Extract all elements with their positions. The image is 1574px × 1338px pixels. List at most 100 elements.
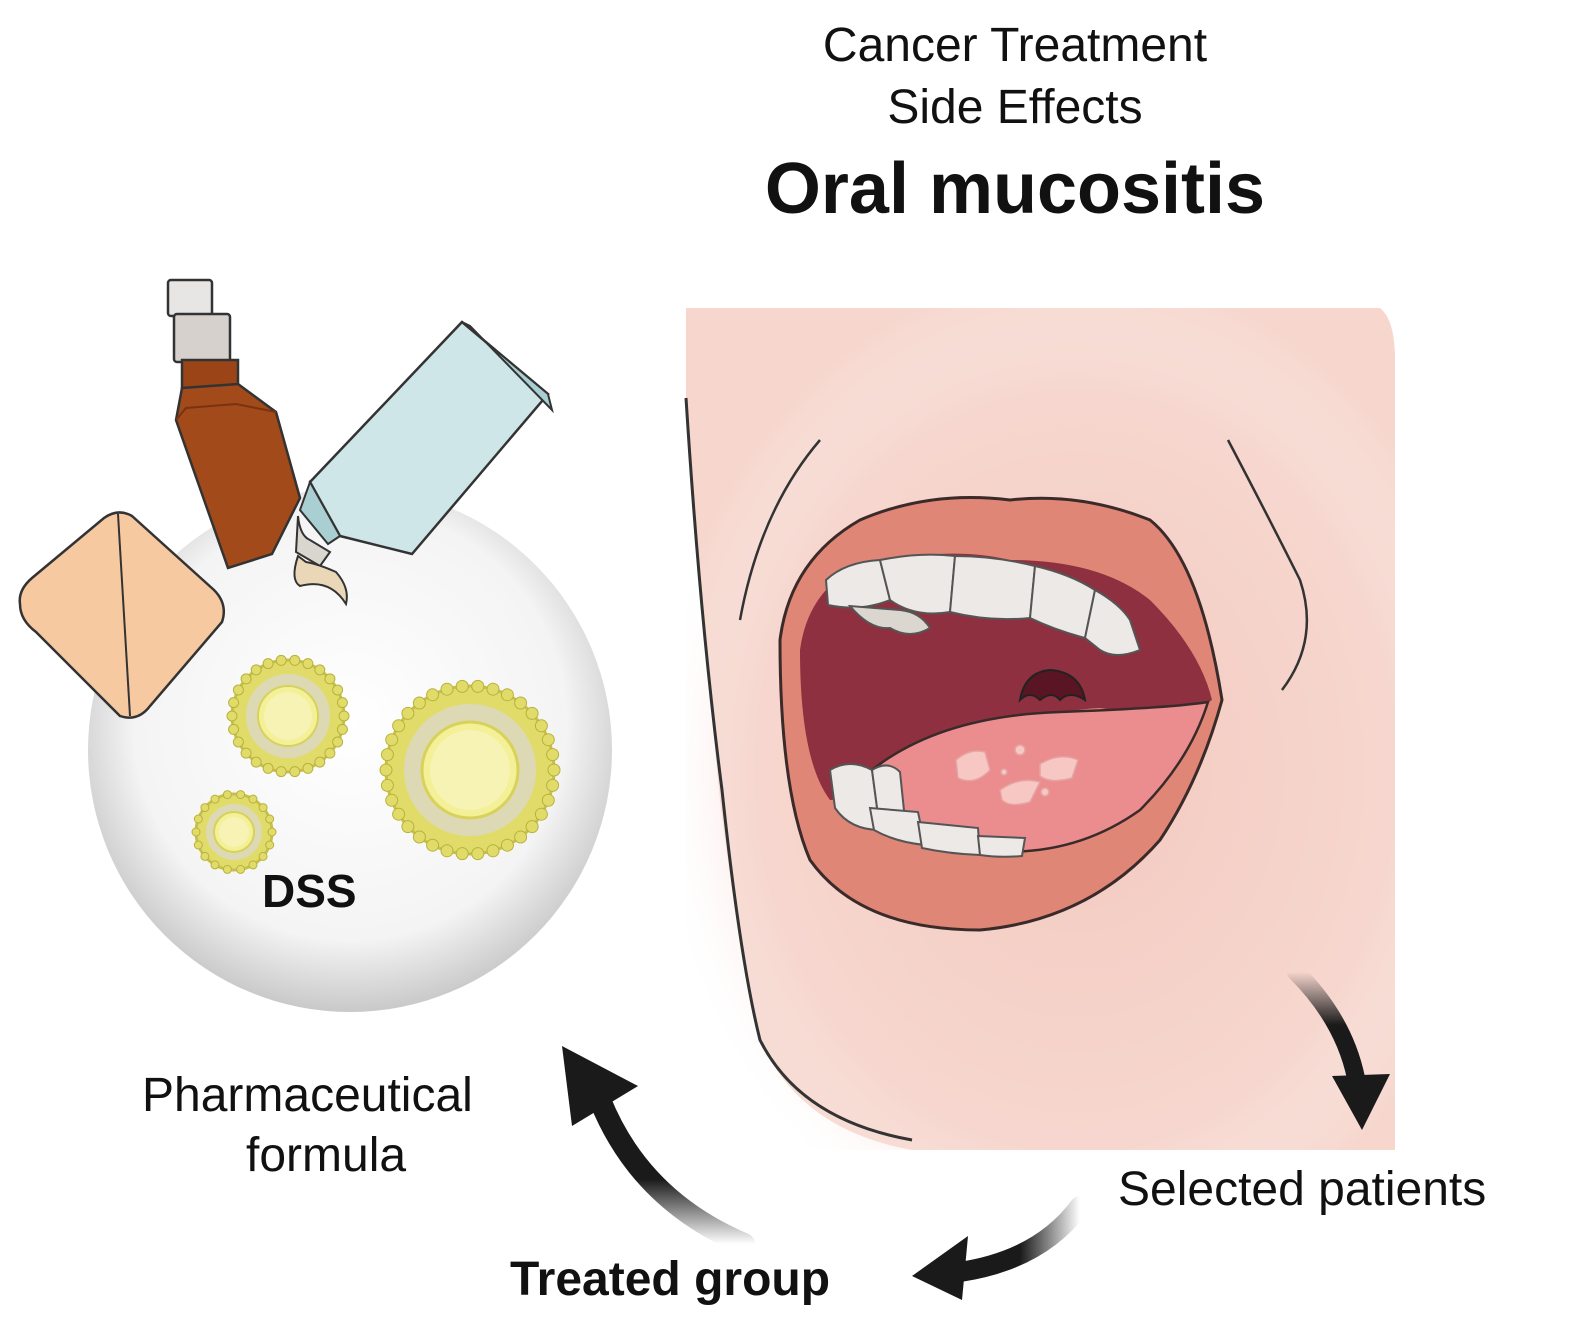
cheek-line-left	[738, 439, 821, 621]
lipid-head	[236, 790, 246, 800]
lipid-head	[222, 790, 232, 800]
lipid-head	[471, 847, 485, 861]
lipid-head	[267, 827, 277, 837]
spray-bottle-icon	[166, 278, 302, 570]
lipid-head	[200, 803, 210, 813]
jaw-outline	[684, 397, 913, 1142]
pharma-label-line-2: formula	[246, 1129, 407, 1182]
treated-group-label: Treated group	[510, 1253, 831, 1306]
lipid-head	[232, 736, 244, 748]
upper-teeth	[824, 553, 1142, 656]
lipid-head	[314, 756, 326, 768]
lipid-head	[500, 838, 514, 852]
selected-patients-label: Selected patients	[1118, 1163, 1487, 1216]
lipid-head	[486, 844, 500, 858]
ointment-tube-icon	[293, 320, 554, 607]
lipid-head	[302, 762, 314, 774]
lipid-head	[236, 864, 246, 874]
lipid-head	[426, 688, 440, 702]
lipid-head	[265, 840, 275, 850]
lipid-head	[500, 688, 514, 702]
arrow-to-pharma	[562, 1046, 755, 1255]
lipid-head	[534, 807, 548, 821]
lipid-head	[332, 736, 344, 748]
lipid-head	[193, 814, 203, 824]
lipid-head	[385, 793, 399, 807]
lipid-head	[275, 654, 287, 666]
lipid-head	[258, 851, 268, 861]
lipid-head	[440, 682, 454, 696]
lipid-head	[412, 696, 426, 710]
lipid-head	[240, 673, 252, 685]
lipid-head	[240, 747, 252, 759]
lipid-head	[440, 844, 454, 858]
lipid-head	[401, 706, 415, 720]
face-illustration	[684, 308, 1395, 1150]
lipid-head	[426, 838, 440, 852]
lipid-head	[324, 673, 336, 685]
lipid-head	[541, 793, 555, 807]
lipid-head	[336, 697, 348, 709]
sachet-icon	[18, 511, 225, 719]
lipid-head	[514, 830, 528, 844]
lipid-head	[486, 682, 500, 696]
lipid-head	[289, 654, 301, 666]
lipid-head	[546, 778, 560, 792]
lipid-head	[541, 733, 555, 747]
lipid-head	[401, 820, 415, 834]
lipid-head	[258, 803, 268, 813]
lipid-head	[471, 679, 485, 693]
lipid-head	[228, 697, 240, 709]
lipid-head	[534, 719, 548, 733]
lipid-head	[546, 748, 560, 762]
lipid-head	[200, 851, 210, 861]
lipid-head	[392, 719, 406, 733]
pharma-label-line-1: Pharmaceutical	[142, 1069, 473, 1122]
cheek-line-right	[1226, 439, 1309, 691]
lipid-head	[332, 684, 344, 696]
lipid-head	[324, 747, 336, 759]
lipid-head	[228, 723, 240, 735]
lipid-head	[385, 733, 399, 747]
lipid-head	[226, 710, 238, 722]
lower-teeth	[828, 763, 1027, 858]
lipid-head	[289, 766, 301, 778]
lipid-head	[314, 664, 326, 676]
lipid-head	[525, 820, 539, 834]
lipid-head	[379, 763, 393, 777]
dss-label: DSS	[262, 865, 357, 917]
lipid-head	[248, 794, 258, 804]
arrow-to-selected	[1287, 963, 1390, 1130]
liposome-large	[379, 679, 561, 861]
lipid-head	[380, 748, 394, 762]
lipid-head	[232, 684, 244, 696]
lipid-head	[514, 696, 528, 710]
lipid-head	[191, 827, 201, 837]
lipid-head	[248, 860, 258, 870]
liposome-medium	[226, 654, 350, 778]
lipid-head	[412, 830, 426, 844]
lipid-head	[222, 864, 232, 874]
lipid-head	[455, 847, 469, 861]
lipid-head	[547, 763, 561, 777]
arrow-to-treated	[912, 1196, 1090, 1300]
lipid-head	[193, 840, 203, 850]
header-line-2: Side Effects	[887, 81, 1143, 134]
lipid-head	[262, 658, 274, 670]
lipid-head	[275, 766, 287, 778]
uvula	[1018, 668, 1087, 703]
header-line-1: Cancer Treatment	[822, 19, 1208, 72]
lipid-head	[262, 762, 274, 774]
lipid-head	[250, 664, 262, 676]
lipid-head	[210, 860, 220, 870]
lipid-head	[525, 706, 539, 720]
lipid-head	[338, 710, 350, 722]
liposome-small	[191, 790, 277, 874]
page-title: Oral mucositis	[764, 149, 1266, 229]
lipid-head	[336, 723, 348, 735]
lipid-head	[380, 778, 394, 792]
lipid-head	[250, 756, 262, 768]
lipid-head	[302, 658, 314, 670]
ulcer-lesions	[955, 744, 1079, 806]
